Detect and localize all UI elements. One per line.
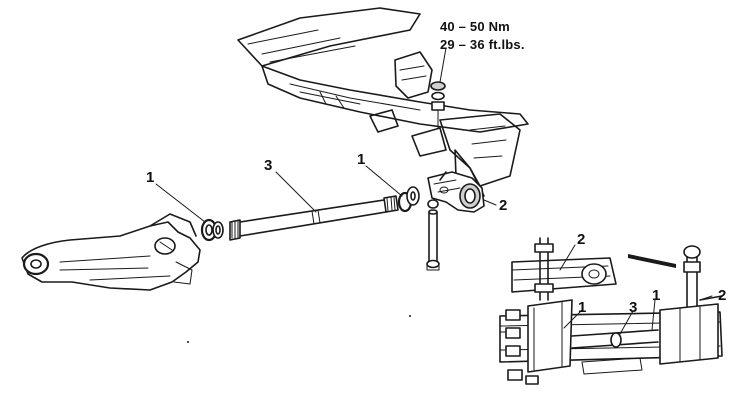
center-bushing <box>397 186 439 213</box>
frame-bracket <box>394 51 433 99</box>
leader-detail-bushing-left <box>563 309 583 329</box>
lower-control-arm <box>21 213 201 291</box>
detail-flange-bolts <box>499 309 523 381</box>
leader-left-bushing <box>155 183 206 223</box>
torque-imperial: 29 – 36 ft.lbs. <box>440 37 525 52</box>
leader-rod <box>275 171 317 213</box>
mounting-bolt <box>426 209 440 271</box>
leader-bracket <box>483 199 497 206</box>
leader-detail-bracket-right <box>699 295 713 301</box>
left-bushing <box>200 218 224 242</box>
callout-detail-bracket: 2 <box>577 231 586 248</box>
nut-and-washer <box>430 81 446 129</box>
callout-left-bushing: 1 <box>146 169 155 186</box>
strut-rod <box>229 195 399 241</box>
torque-metric: 40 – 50 Nm <box>440 19 510 34</box>
detail-view <box>499 237 723 385</box>
callout-bracket: 2 <box>499 197 508 214</box>
leader-detail-rod <box>619 310 634 335</box>
callout-detail-bushing-left: 1 <box>578 299 587 316</box>
callout-center-bushing: 1 <box>357 151 366 168</box>
strut-rod-bracket <box>427 171 485 213</box>
leader-detail-bushing-right <box>651 299 656 331</box>
callout-detail-rod: 3 <box>629 299 638 316</box>
callout-rod: 3 <box>264 157 273 174</box>
callout-detail-bushing-right: 1 <box>652 287 661 304</box>
leader-detail-bracket <box>559 244 576 271</box>
callout-detail-bracket-right: 2 <box>718 287 727 304</box>
leader-center-bushing <box>365 165 403 197</box>
torque-leader-line <box>439 47 447 83</box>
